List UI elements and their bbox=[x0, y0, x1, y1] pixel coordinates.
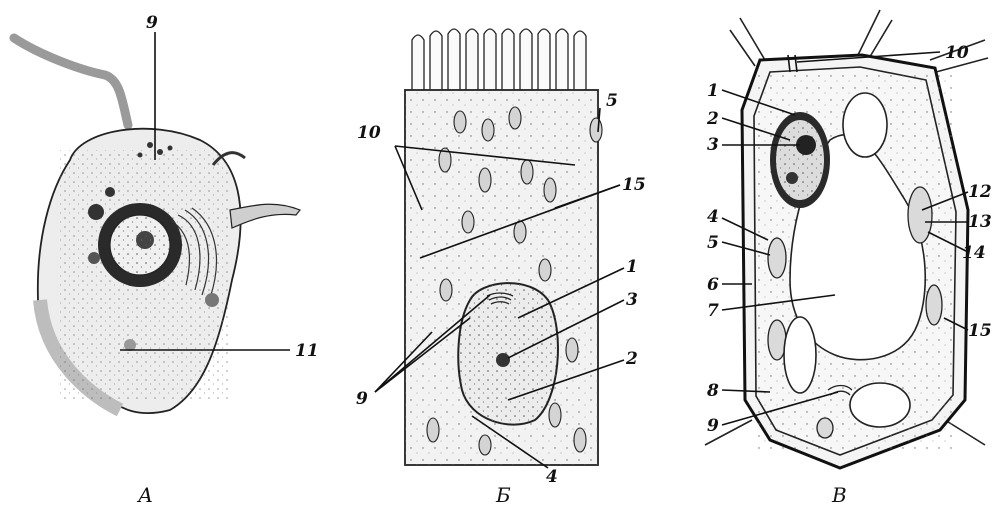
nucleolus bbox=[496, 353, 510, 367]
label-2: 2 bbox=[625, 349, 638, 369]
label-10: 10 bbox=[357, 123, 381, 143]
label-8: 8 bbox=[706, 381, 719, 401]
label-15: 15 bbox=[622, 175, 646, 195]
label-5: 5 bbox=[707, 233, 719, 253]
label-11: 11 bbox=[295, 341, 319, 361]
label-9: 9 bbox=[707, 416, 719, 436]
panel-caption-b: Б bbox=[495, 483, 511, 507]
label-4: 4 bbox=[546, 467, 558, 487]
panel-c-plant-cell: 10 1 2 3 12 13 14 4 5 6 7 15 8 9 В bbox=[705, 10, 992, 507]
label-9: 9 bbox=[356, 389, 368, 409]
pseudopod bbox=[230, 204, 300, 228]
label-12: 12 bbox=[968, 182, 992, 202]
label-10: 10 bbox=[945, 43, 969, 63]
label-2: 2 bbox=[706, 109, 719, 129]
label-1: 1 bbox=[626, 257, 638, 277]
panel-caption-c: В bbox=[831, 483, 847, 507]
label-14: 14 bbox=[962, 243, 986, 263]
label-13: 13 bbox=[968, 212, 992, 232]
label-1: 1 bbox=[707, 81, 719, 101]
label-4: 4 bbox=[707, 207, 719, 227]
label-15: 15 bbox=[968, 321, 992, 341]
label-6: 6 bbox=[707, 275, 719, 295]
label-5: 5 bbox=[606, 91, 618, 111]
microvilli bbox=[412, 29, 586, 90]
flagellum bbox=[14, 38, 128, 125]
label-7: 7 bbox=[707, 301, 719, 321]
panel-a-animal-cell: 9 11 А bbox=[14, 13, 319, 507]
panel-b-epithelial-cell: 5 10 15 1 3 2 9 4 Б bbox=[356, 29, 646, 507]
panel-caption-a: А bbox=[136, 483, 153, 507]
label-9: 9 bbox=[146, 13, 158, 33]
label-3: 3 bbox=[626, 290, 638, 310]
label-3: 3 bbox=[707, 135, 719, 155]
